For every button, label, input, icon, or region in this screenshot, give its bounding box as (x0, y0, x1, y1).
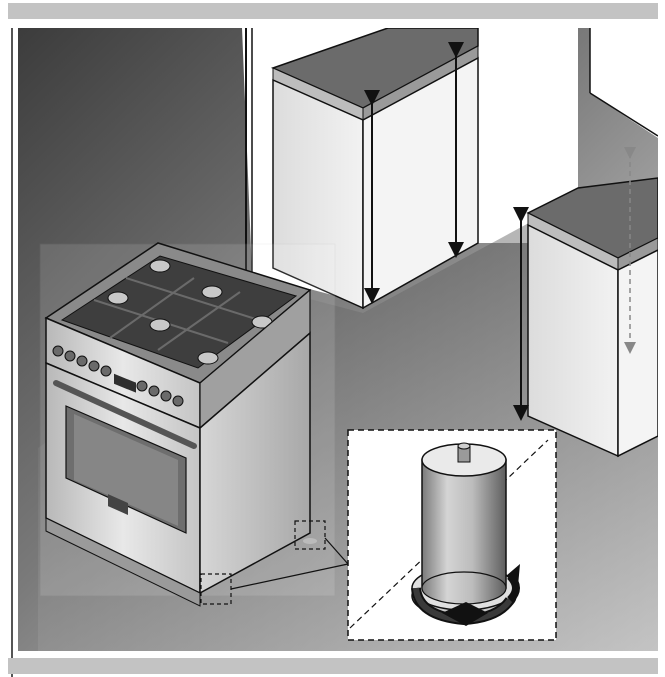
left-margin-rule (11, 28, 13, 677)
right-cabinet (526, 177, 658, 458)
installation-illustration (18, 28, 658, 651)
knob-icon (52, 345, 184, 407)
rotate-arrow-icon (411, 564, 520, 626)
leveling-leg-detail-inset (347, 429, 557, 641)
callout-leader-lines (230, 537, 349, 590)
range (44, 242, 312, 607)
height-arrow-icon (364, 42, 636, 421)
top-band (8, 3, 658, 19)
burner-icon (107, 259, 273, 365)
bottom-band (8, 658, 658, 674)
leveling-leg-icon (411, 442, 517, 619)
